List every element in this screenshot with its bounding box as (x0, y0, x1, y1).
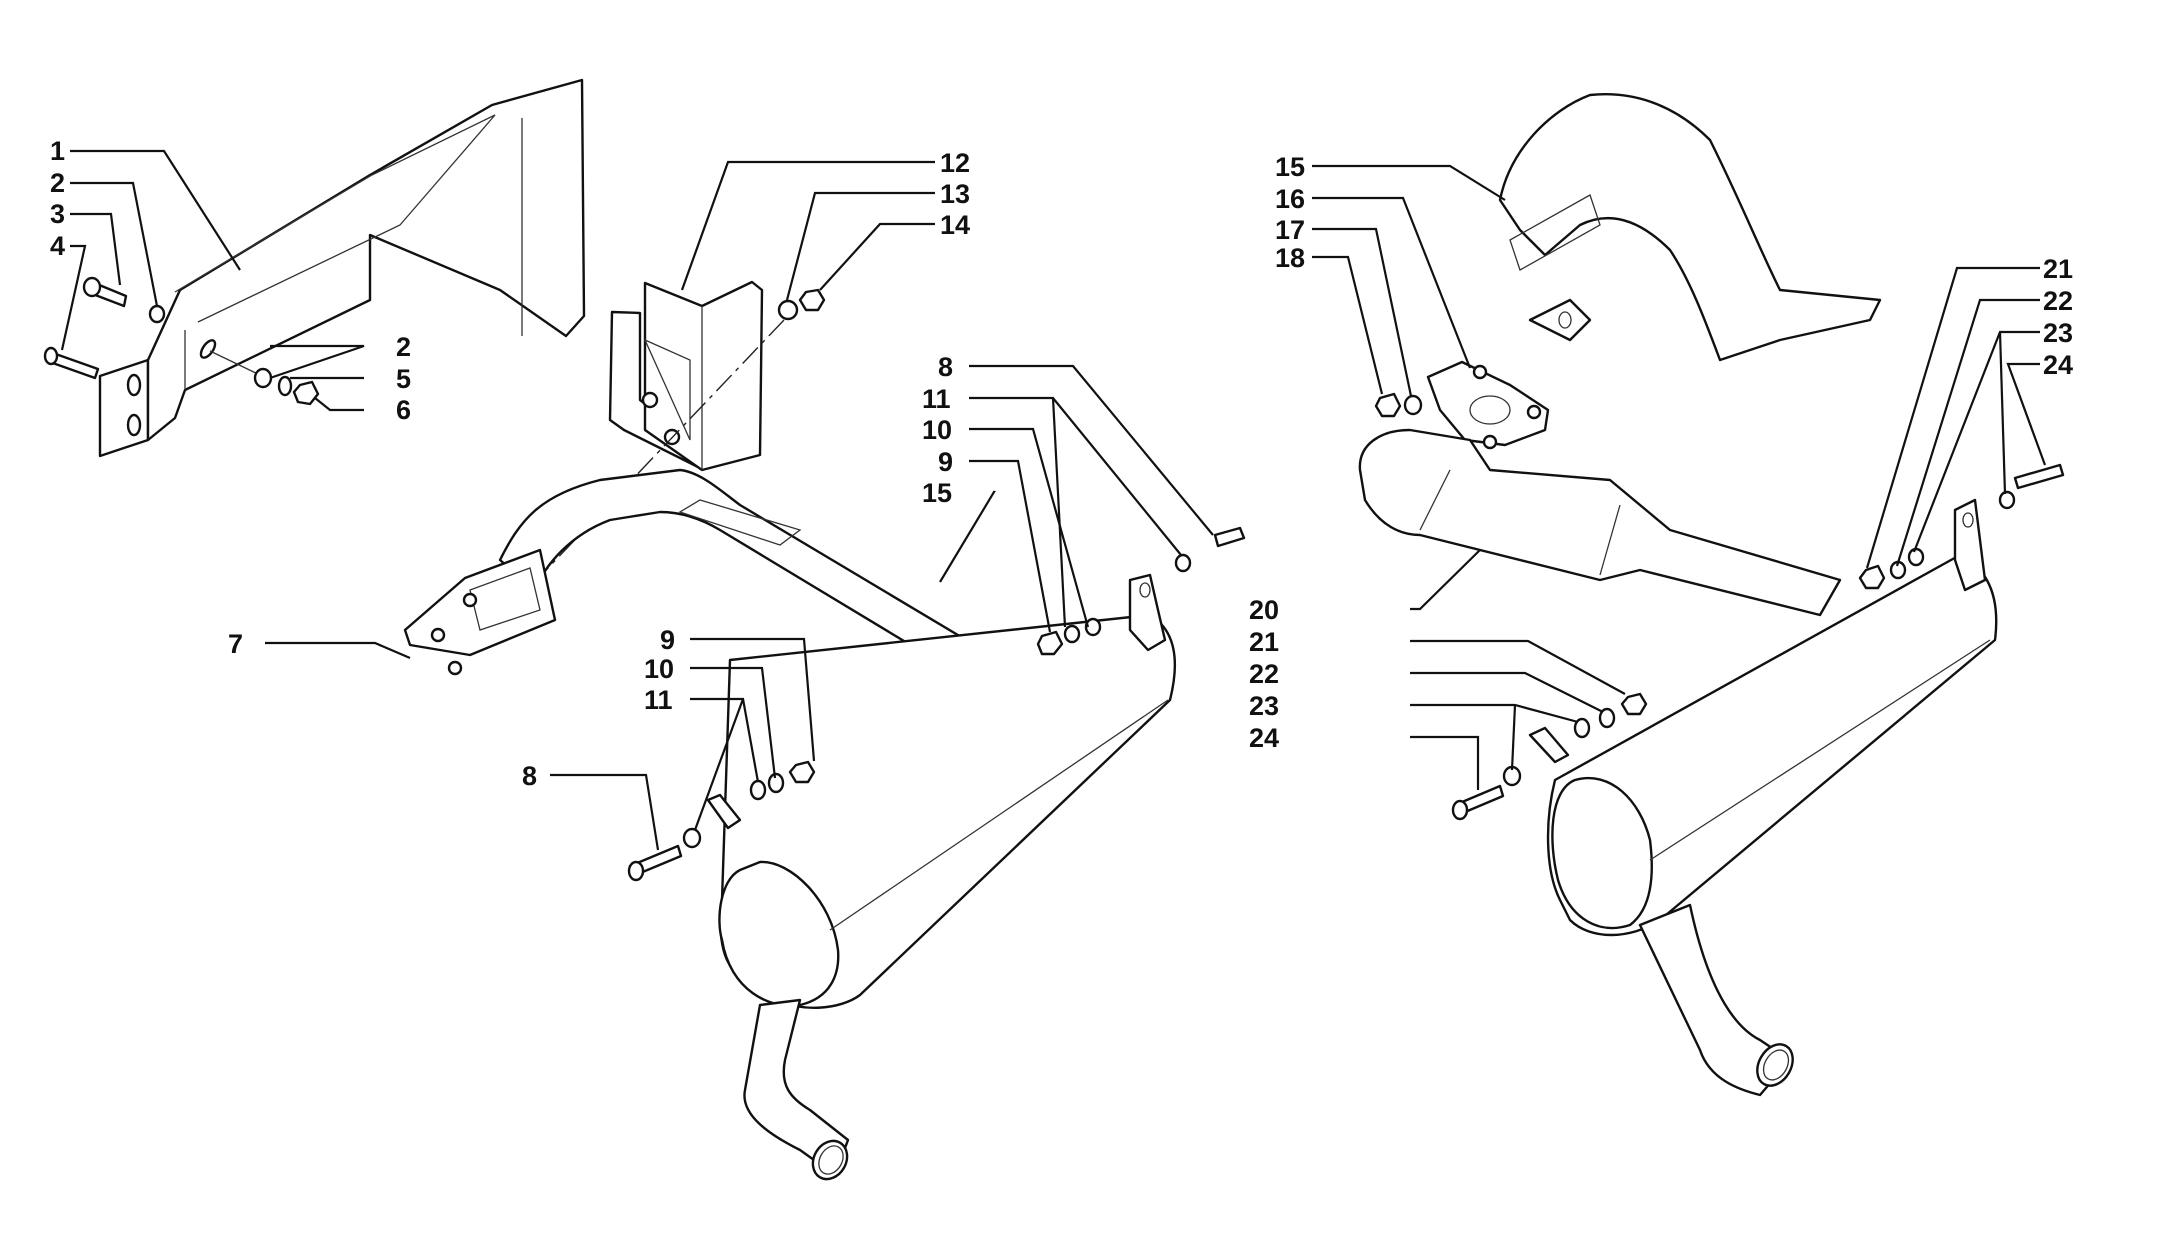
tailpipe-left (743, 998, 850, 1181)
callout-3: 3 (50, 199, 65, 229)
callout-9: 9 (938, 447, 953, 477)
callout-8: 8 (938, 352, 953, 382)
nut-part-6 (292, 380, 320, 406)
callout-13: 13 (940, 179, 970, 209)
washer-part-23a (1998, 490, 2016, 510)
callout-18: 18 (1275, 243, 1305, 273)
callout-21: 21 (1249, 627, 1279, 657)
bolt-part-8a (1213, 526, 1246, 548)
muffler-tab-left (706, 793, 742, 830)
washer-part-23b-inner (1573, 717, 1591, 739)
washer-part-11a-inner (1084, 617, 1102, 637)
heat-shield-part-15b (1498, 93, 1882, 362)
callout-2: 2 (396, 332, 411, 362)
lockwasher-part-10a (1063, 624, 1081, 644)
callout-23: 23 (2043, 318, 2073, 348)
nut-part-21a (1858, 564, 1886, 590)
callout-6: 6 (396, 395, 411, 425)
heat-shield-part-12 (608, 280, 764, 472)
tailpipe-right (1638, 903, 1794, 1097)
callout-12: 12 (940, 148, 970, 178)
washer-part-13 (777, 299, 799, 321)
bracket-part-1 (98, 78, 586, 458)
callout-2: 2 (50, 168, 65, 198)
washer-part-2b (253, 367, 273, 389)
washer-part-11a (1174, 553, 1192, 573)
bolt-part-24a (2013, 463, 2065, 490)
exhaust-pipe-part-20 (1358, 428, 1842, 617)
callout-23: 23 (1249, 691, 1279, 721)
callout-4: 4 (50, 231, 65, 261)
callout-24: 24 (2043, 350, 2073, 380)
callout-22: 22 (2043, 286, 2073, 316)
callout-7: 7 (228, 629, 243, 659)
callout-15: 15 (1275, 152, 1305, 182)
washer-part-11b-inner (749, 779, 767, 801)
nut-part-9a (1036, 630, 1064, 656)
callout-9: 9 (660, 625, 675, 655)
callout-8: 8 (522, 761, 537, 791)
screw-part-4 (43, 346, 100, 380)
washer-part-11b (682, 827, 702, 849)
callout-22: 22 (1249, 659, 1279, 689)
callout-21: 21 (2043, 254, 2073, 284)
callout-10: 10 (922, 415, 952, 445)
nut-part-21b (1620, 692, 1648, 716)
callout-labels: 1 2 3 4 2 5 6 7 12 13 14 8 11 10 9 15 9 … (50, 136, 2073, 791)
callout-24: 24 (1249, 723, 1279, 753)
washer-part-2a (148, 304, 166, 324)
leader-lines (60, 149, 2047, 851)
callout-16: 16 (1275, 184, 1305, 214)
lockwasher-part-5 (277, 375, 293, 397)
muffler-left (718, 573, 1176, 1009)
washer-part-23a-inner (1907, 547, 1925, 567)
callout-17: 17 (1275, 215, 1305, 245)
lockwasher-part-10b (767, 772, 785, 794)
bolt-part-3 (82, 276, 128, 308)
nut-part-9b (788, 760, 816, 784)
nut-part-14 (798, 288, 826, 312)
nut-part-18 (1374, 392, 1402, 418)
callout-15: 15 (922, 478, 952, 508)
callout-20: 20 (1249, 595, 1279, 625)
flange-part-7 (403, 548, 557, 676)
callout-10: 10 (644, 654, 674, 684)
callout-14: 14 (940, 210, 970, 240)
flange-part-16 (1426, 360, 1550, 450)
callout-5: 5 (396, 364, 411, 394)
muffler-right (1546, 498, 1998, 937)
muffler-tab-right (1528, 726, 1570, 764)
callout-11: 11 (922, 384, 951, 414)
callout-1: 1 (50, 136, 65, 166)
lockwasher-part-22b (1598, 707, 1616, 729)
callout-11: 11 (644, 685, 673, 715)
washer-part-17 (1403, 394, 1423, 416)
